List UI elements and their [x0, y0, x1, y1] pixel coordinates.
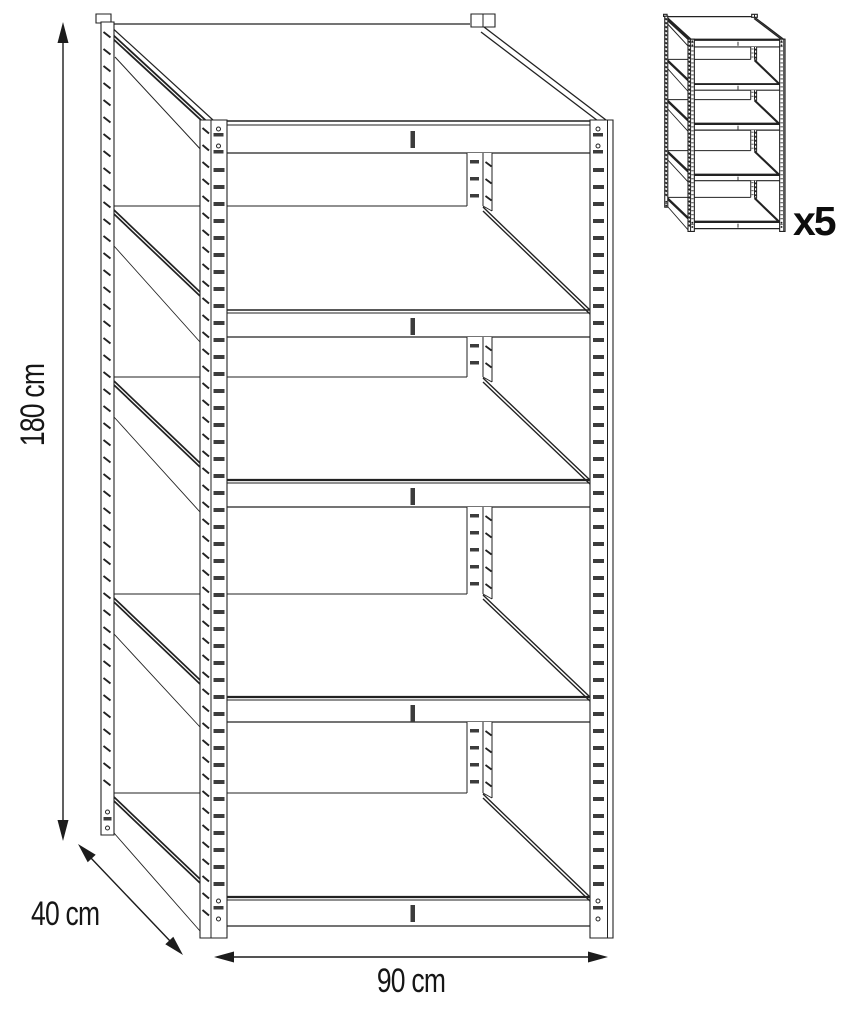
- height-arrow-up-icon: [57, 22, 69, 43]
- depth-dimension-line: [89, 856, 172, 943]
- thumbnail-rack-drawing: [663, 14, 786, 232]
- height-dimension-label: 180 cm: [14, 363, 52, 447]
- depth-arrow-downright-icon: [165, 936, 183, 955]
- depth-arrow-upleft-icon: [78, 844, 96, 863]
- height-arrow-down-icon: [57, 820, 69, 841]
- width-dimension: [214, 951, 608, 963]
- width-dimension-label: 90 cm: [376, 962, 446, 1000]
- shelf-multiplier-label: x5: [793, 198, 837, 244]
- main-rack-drawing: [94, 12, 615, 940]
- height-dimension: [57, 22, 69, 841]
- width-arrow-right-icon: [588, 951, 608, 963]
- depth-dimension: [78, 844, 183, 955]
- width-arrow-left-icon: [214, 951, 234, 963]
- depth-dimension-label: 40 cm: [31, 895, 100, 933]
